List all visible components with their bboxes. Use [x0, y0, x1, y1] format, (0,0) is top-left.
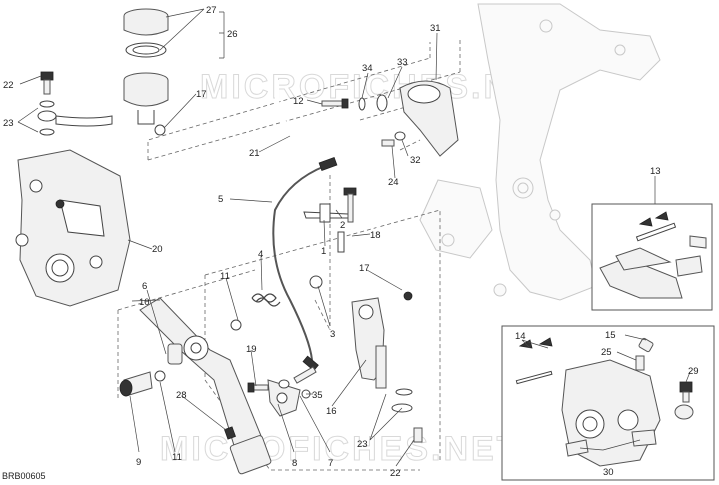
callout-21: 21	[249, 148, 260, 159]
callout-13: 13	[650, 166, 661, 177]
brake-fluid-reservoir	[123, 8, 169, 136]
callout-24: 24	[388, 177, 399, 188]
callout-1: 1	[321, 246, 326, 257]
callout-31: 31	[430, 23, 441, 34]
callout-35: 35	[312, 390, 323, 401]
callout-32: 32	[410, 155, 421, 166]
diagram-reference-code: BRB00605	[2, 471, 46, 481]
frame-section	[419, 3, 661, 301]
callout-25: 25	[601, 347, 612, 358]
callout-10: 10	[139, 297, 150, 308]
rear-master-cylinder	[303, 187, 423, 443]
callout-12: 12	[293, 96, 304, 107]
callout-labels: 22 23 27 26 17 20 21 31 34 33 12 24 32 5…	[3, 5, 699, 479]
callout-34: 34	[362, 63, 373, 74]
callout-22-top: 22	[3, 80, 14, 91]
assembly-dash-lines	[117, 40, 461, 471]
callout-22-bottom: 22	[390, 468, 401, 479]
callout-18: 18	[370, 230, 381, 241]
callout-15: 15	[605, 330, 616, 341]
callout-30: 30	[603, 467, 614, 478]
caliper-detail-inset	[501, 325, 715, 481]
callout-7: 7	[328, 458, 333, 469]
callout-28: 28	[176, 390, 187, 401]
callout-4: 4	[258, 249, 263, 260]
callout-20: 20	[152, 244, 163, 255]
callout-27: 27	[206, 5, 217, 16]
brake-pads-inset	[591, 203, 713, 311]
callout-leader-lines	[17, 8, 691, 467]
callout-17-mid: 17	[359, 263, 370, 274]
rear-brake-pedal-assembly	[119, 293, 281, 475]
callout-23-left: 23	[3, 118, 14, 129]
callout-3: 3	[330, 329, 335, 340]
callout-16: 16	[326, 406, 337, 417]
callout-33: 33	[397, 57, 408, 68]
callout-5: 5	[218, 194, 223, 205]
callout-9: 9	[136, 457, 141, 468]
master-cylinder-bracket	[321, 80, 459, 157]
rear-brake-caliper	[15, 149, 131, 307]
brake-light-switch-wire	[272, 156, 338, 372]
callout-8: 8	[292, 458, 297, 469]
callout-17-top: 17	[196, 89, 207, 100]
callout-19: 19	[246, 344, 257, 355]
callout-23-bottom: 23	[357, 439, 368, 450]
callout-6: 6	[142, 281, 147, 292]
reservoir-hose	[275, 80, 402, 291]
watermark-bottom: MICROFICHES.NET	[160, 430, 520, 468]
pedal-linkage	[247, 366, 317, 417]
callout-11-top: 11	[220, 271, 230, 282]
banjo-bolt-top	[37, 71, 113, 136]
callout-11-bottom: 11	[172, 452, 182, 463]
callout-14: 14	[515, 331, 526, 342]
callout-26: 26	[227, 29, 238, 40]
callout-2: 2	[340, 220, 345, 231]
callout-29: 29	[688, 366, 699, 377]
